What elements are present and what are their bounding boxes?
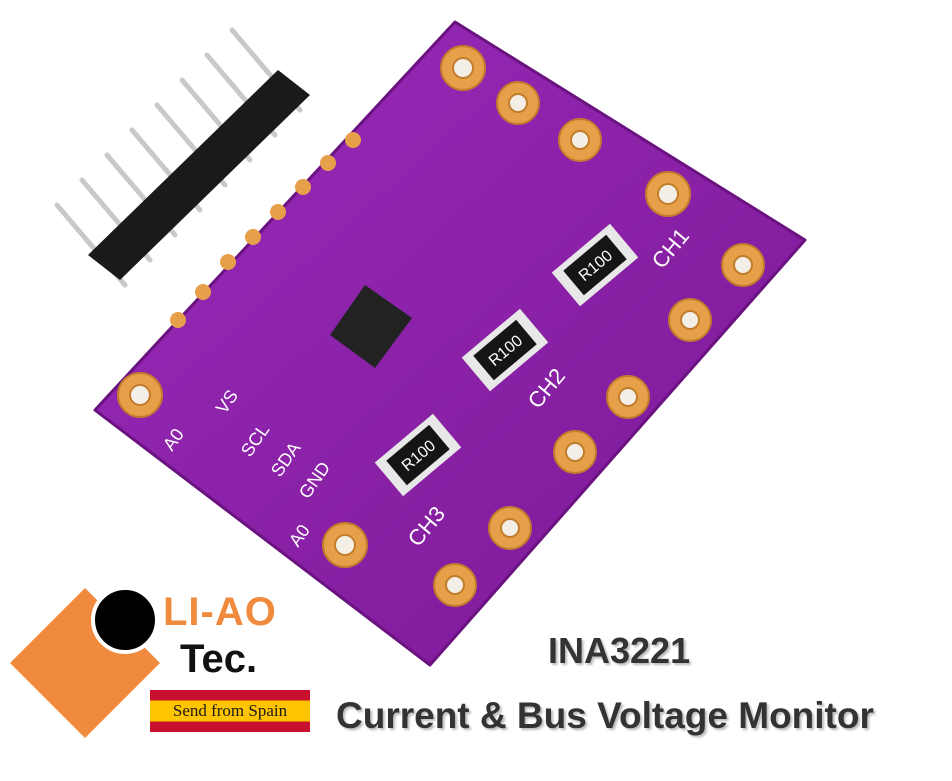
shunt-resistor-ch1: R100 <box>551 223 639 307</box>
product-description: Current & Bus Voltage Monitor <box>336 695 874 736</box>
header-pads <box>170 132 361 328</box>
shunt-resistor-ch2: R100 <box>461 308 549 392</box>
logo-mark <box>10 586 160 738</box>
pcb-board <box>93 20 807 667</box>
ship-badge: Send from Spain <box>150 690 310 732</box>
brand-name-line2: Tec. <box>180 637 258 681</box>
ina3221-chip <box>330 285 412 368</box>
terminal-pads <box>433 81 765 607</box>
company-logo <box>0 580 330 777</box>
mounting-holes <box>117 45 691 568</box>
pin-header <box>54 27 310 288</box>
ship-text: Send from Spain <box>172 701 288 720</box>
product-name: INA3221 <box>548 630 691 671</box>
shunt-resistor-ch3: R100 <box>374 413 462 497</box>
brand-name-line1: LI-AO <box>163 590 277 634</box>
